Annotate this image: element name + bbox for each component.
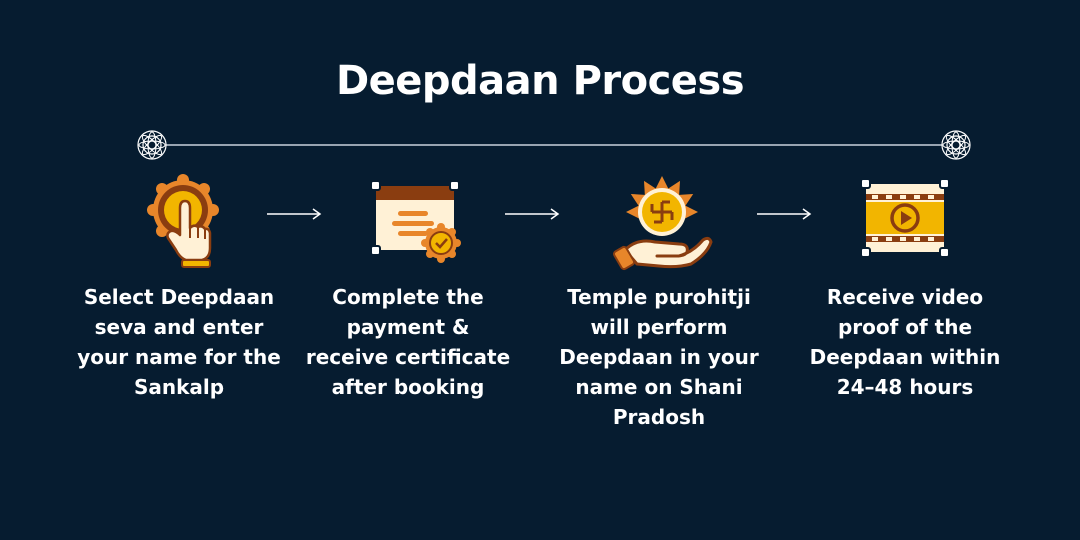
arrow-right-icon <box>505 208 560 220</box>
video-play-icon <box>860 178 950 258</box>
step-2-text: Complete the payment & receive certifica… <box>305 285 511 399</box>
tap-hand-icon <box>147 174 219 268</box>
page-title: Deepdaan Process <box>335 58 745 104</box>
arrow-right-icon <box>267 208 322 220</box>
step-4-text: Receive video proof of the Deepdaan with… <box>809 285 1001 399</box>
step-1-text: Select Deepdaan seva and enter your name… <box>77 285 281 399</box>
mandala-left-icon <box>137 130 167 160</box>
step-3-text: Temple purohitji will perform Deepdaan i… <box>559 285 759 429</box>
title-divider <box>137 130 971 160</box>
certificate-icon <box>370 180 461 263</box>
swastik-hand-icon <box>613 176 713 271</box>
arrow-right-icon <box>757 208 812 220</box>
mandala-right-icon <box>941 130 971 160</box>
